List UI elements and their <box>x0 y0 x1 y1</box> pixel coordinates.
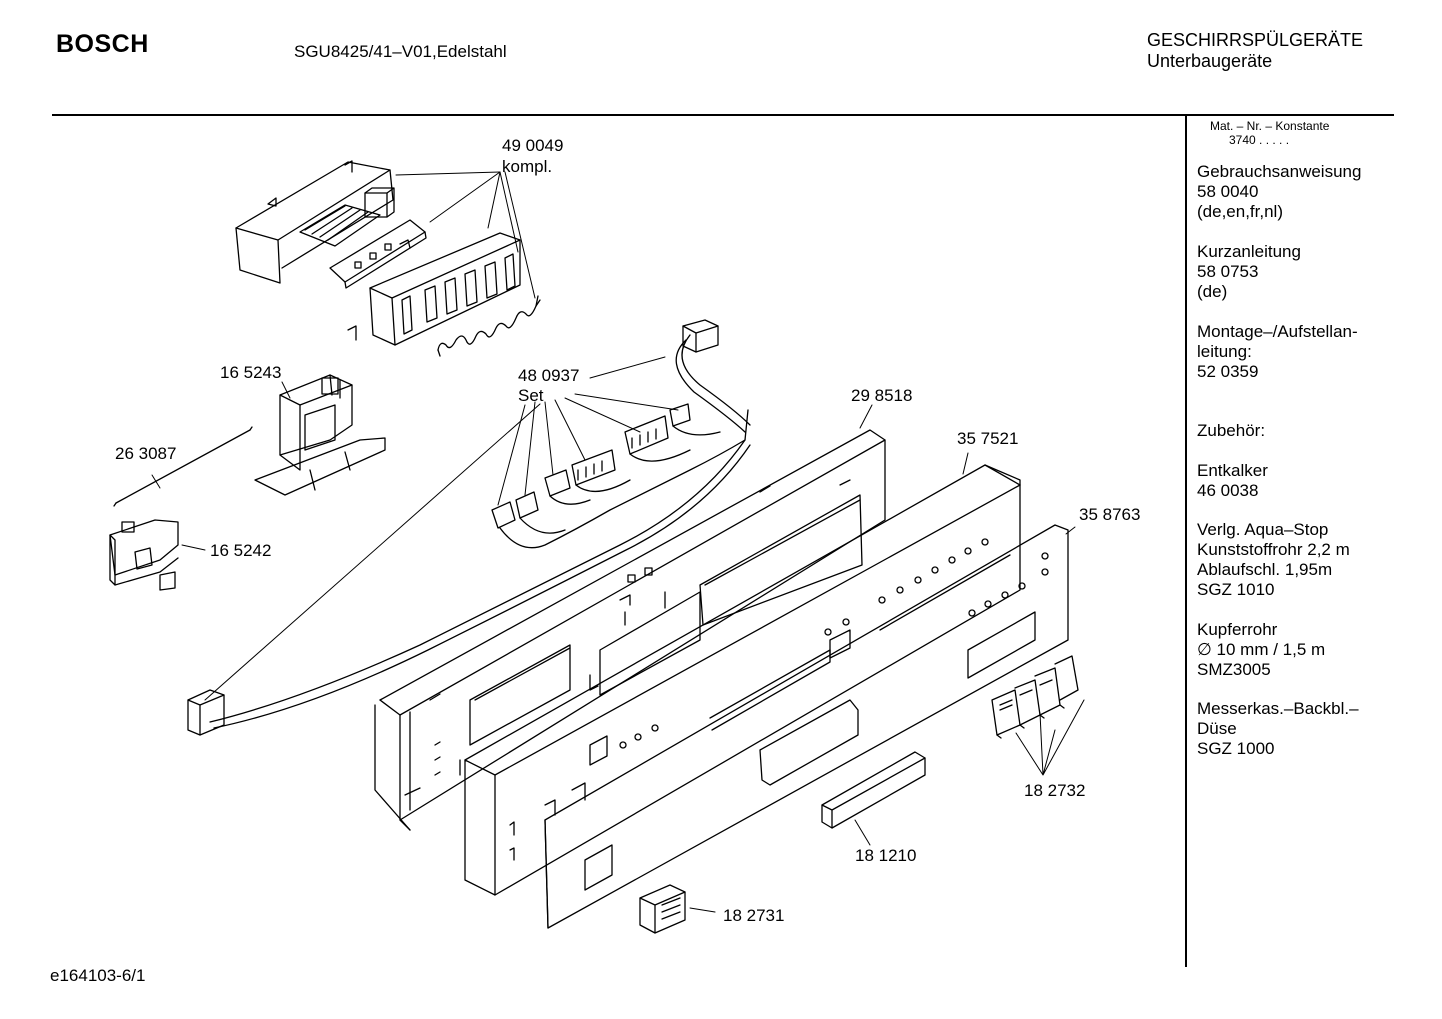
part-label-358763: 35 8763 <box>1079 505 1141 524</box>
part-label-490049: 49 0049 <box>502 136 564 155</box>
control-module-assembly-drawing <box>235 160 541 357</box>
sidebar-line: 58 0040 <box>1197 182 1259 201</box>
sidebar-block-aquastop: Verlg. Aqua–Stop Kunststoffrohr 2,2 m Ab… <box>1197 520 1350 600</box>
sidebar-line: 46 0038 <box>1197 481 1259 500</box>
sidebar-line: Düse <box>1197 719 1237 738</box>
matno-value: 3740 . . . . . <box>1229 133 1290 147</box>
part-label-165243: 16 5243 <box>220 363 282 382</box>
sidebar-line: Verlg. Aqua–Stop <box>1197 520 1329 539</box>
sidebar-line: Kunststoffrohr 2,2 m <box>1197 540 1350 559</box>
panel-35-7521-drawing <box>464 464 1021 896</box>
cap-18-2731-drawing <box>639 884 686 934</box>
sidebar-line: Gebrauchsanweisung <box>1197 162 1362 181</box>
bracket-16-5243-drawing <box>254 374 386 496</box>
part-label-490049-sub: kompl. <box>502 157 553 176</box>
sidebar-block-nozzle: Messerkas.–Backbl.– Düse SGZ 1000 <box>1197 699 1359 759</box>
sidebar-line: SGZ 1000 <box>1197 739 1275 758</box>
sidebar-line: ∅ 10 mm / 1,5 m <box>1197 640 1326 659</box>
part-label-298518: 29 8518 <box>851 386 913 405</box>
part-label-182732: 18 2732 <box>1024 781 1086 800</box>
rod-26-3087-drawing <box>113 426 253 507</box>
part-label-181210: 18 1210 <box>855 846 917 865</box>
part-label-165242: 16 5242 <box>210 541 272 560</box>
strip-18-1210-drawing <box>821 751 926 829</box>
sidebar-line: Montage–/Aufstellan- <box>1197 322 1358 341</box>
drawing-id: e164103-6/1 <box>50 966 146 985</box>
sidebar-block-manual: Gebrauchsanweisung 58 0040 (de,en,fr,nl) <box>1197 162 1361 222</box>
sidebar-line: Entkalker <box>1197 461 1268 480</box>
sidebar-block-installation: Montage–/Aufstellan- leitung: 52 0359 <box>1197 322 1358 382</box>
brand-logo: BOSCH <box>56 30 149 58</box>
sidebar-line: Messerkas.–Backbl.– <box>1197 699 1359 718</box>
category-line-2: Unterbaugeräte <box>1147 51 1273 71</box>
sidebar-line: Ablaufschl. 1,95m <box>1197 560 1333 579</box>
model-number: SGU8425/41–V01,Edelstahl <box>294 42 507 61</box>
sidebar-line: SMZ3005 <box>1197 660 1271 679</box>
button-caps-18-2732-drawing <box>991 655 1079 739</box>
category-line-1: GESCHIRRSPÜLGERÄTE <box>1147 30 1364 50</box>
sidebar-line: Kurzanleitung <box>1197 242 1301 261</box>
matno-block: Mat. – Nr. – Konstante 3740 . . . . . <box>1210 119 1329 147</box>
part-label-357521: 35 7521 <box>957 429 1019 448</box>
part-label-263087: 26 3087 <box>115 444 177 463</box>
part-label-480937-sub: Set <box>518 386 544 405</box>
category-title: GESCHIRRSPÜLGERÄTE Unterbaugeräte <box>1147 30 1363 72</box>
fascia-35-8763-drawing <box>544 524 1069 929</box>
sidebar-line: 58 0753 <box>1197 262 1259 281</box>
sidebar-line: (de,en,fr,nl) <box>1197 202 1283 221</box>
sidebar-line: 52 0359 <box>1197 362 1259 381</box>
frame-29-8518-drawing <box>374 429 886 831</box>
matno-header: Mat. – Nr. – Konstante <box>1210 119 1330 133</box>
switch-block-16-5242-drawing <box>109 519 179 591</box>
sidebar-block-copperpipe: Kupferrohr ∅ 10 mm / 1,5 m SMZ3005 <box>1197 620 1325 680</box>
sidebar-line: (de) <box>1197 282 1228 301</box>
sidebar-line: Zubehör: <box>1197 421 1266 440</box>
sidebar-line: SGZ 1010 <box>1197 580 1275 599</box>
wiring-harness-48-0937-drawing <box>187 319 751 736</box>
header-divider <box>52 114 1394 116</box>
sidebar-line: leitung: <box>1197 342 1252 361</box>
leader-lines <box>151 171 1085 913</box>
part-label-480937: 48 0937 <box>518 366 580 385</box>
part-label-182731: 18 2731 <box>723 906 785 925</box>
sidebar-line: Kupferrohr <box>1197 620 1278 639</box>
sidebar-divider <box>1185 116 1187 967</box>
sidebar-block-descaler: Entkalker 46 0038 <box>1197 461 1268 501</box>
sidebar-block-quickguide: Kurzanleitung 58 0753 (de) <box>1197 242 1301 302</box>
sidebar-block-accessories: Zubehör: <box>1197 421 1265 441</box>
